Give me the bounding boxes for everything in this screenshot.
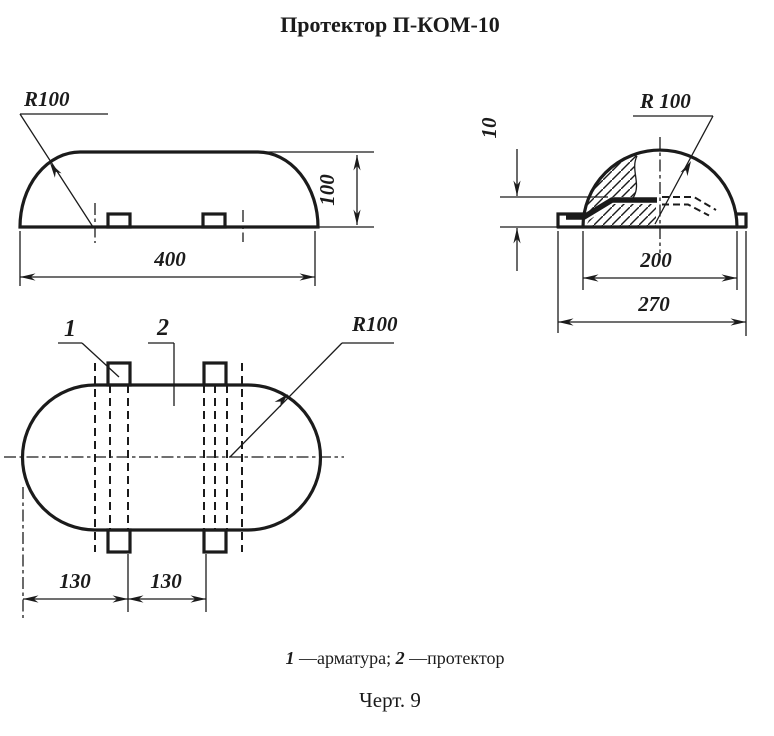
dim-400: 400 — [19, 231, 316, 286]
legend-item2-text: —протектор — [408, 648, 504, 668]
plan-view: 1 2 R100 130 130 — [4, 312, 398, 618]
dimension-value: 270 — [637, 292, 670, 316]
radius-callout: R100 — [229, 312, 398, 458]
figure-number: Черт. 9 — [359, 688, 421, 712]
leader-line — [81, 342, 120, 378]
radius-arrow-icon — [680, 161, 691, 177]
armature-lug — [201, 212, 227, 229]
flange-left — [556, 212, 586, 229]
armature-lug — [106, 361, 132, 387]
dim-270: 270 — [557, 231, 747, 336]
radius-callout: R 100 — [633, 89, 714, 225]
radius-arrow-icon — [50, 163, 62, 178]
radius-label: R100 — [23, 87, 70, 111]
radius-arrow-icon — [274, 394, 288, 408]
hidden-armature-edge — [662, 196, 717, 211]
dome-outline — [581, 148, 739, 229]
dim-10: 10 — [477, 117, 608, 271]
dimension-value: 130 — [59, 569, 91, 593]
flange-right — [734, 212, 748, 229]
legend-item1-number: 1 — [285, 648, 294, 668]
section-hatch — [586, 204, 656, 226]
hidden-armature-edge — [662, 203, 710, 217]
callout-number: 2 — [156, 315, 169, 341]
armature-lug — [202, 528, 228, 554]
callout-protector: 2 — [148, 315, 175, 406]
dim-200: 200 — [582, 231, 738, 290]
front-outline — [18, 150, 320, 229]
armature-plate-section — [566, 197, 657, 220]
dim-100: 100 — [315, 155, 361, 225]
section-view: R 100 10 200 270 — [477, 89, 748, 336]
plan-outline — [20, 383, 323, 532]
section-hatch — [584, 155, 637, 216]
armature-strap-hidden — [94, 363, 243, 552]
dimension-value: 100 — [315, 174, 339, 206]
radius-callout: R100 — [19, 87, 108, 228]
dimension-value: 200 — [639, 248, 672, 272]
legend-item2-number: 2 — [395, 648, 405, 668]
armature-lug — [106, 528, 132, 554]
armature-lug — [106, 212, 132, 229]
break-line — [632, 155, 638, 199]
dimension-value: 130 — [150, 569, 182, 593]
dimension-value: 400 — [153, 247, 186, 271]
leader-line — [229, 342, 343, 458]
dim-130-right: 130 — [128, 554, 207, 612]
callout-armature: 1 — [58, 316, 120, 378]
armature-lug — [202, 361, 228, 387]
drawing-title: Протектор П-КОМ-10 — [280, 12, 500, 37]
dimension-value: 10 — [477, 117, 501, 139]
legend: 1 —арматура; 2 —протектор — [285, 648, 504, 668]
radius-label: R100 — [351, 312, 398, 336]
front-view: R100 400 100 — [18, 87, 374, 286]
callout-number: 1 — [64, 316, 76, 342]
radius-label: R 100 — [639, 89, 691, 113]
legend-item1-text: —арматура; — [298, 648, 396, 668]
